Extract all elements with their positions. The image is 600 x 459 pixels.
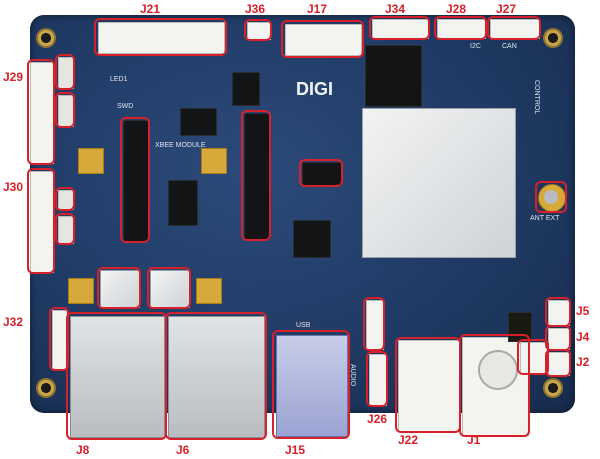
- j30-outline: [27, 168, 55, 274]
- gold-pad: [196, 278, 222, 304]
- rf-shield-module: [362, 108, 516, 258]
- silk-i2c: I2C: [470, 43, 481, 50]
- j36-outline: [244, 19, 272, 41]
- j29-outline: [27, 59, 55, 165]
- j28-outline: [434, 16, 487, 40]
- label-j30: J30: [3, 180, 24, 194]
- sw4-outline: [299, 159, 343, 187]
- j32-outline: [49, 307, 69, 371]
- gold-pad: [201, 148, 227, 174]
- silk-can: CAN: [502, 43, 517, 50]
- j-outline: [55, 187, 75, 211]
- mounting-hole: [543, 28, 563, 48]
- j22-outline: [395, 337, 461, 433]
- regulator-chip: [180, 108, 217, 136]
- label-j21: J21: [140, 2, 161, 16]
- silk-xbee-module: XBEE MODULE: [155, 142, 206, 149]
- j21-connector: [98, 22, 225, 54]
- xbee-header-left: [123, 120, 149, 242]
- button-outline: [147, 267, 191, 309]
- label-j28: J28: [446, 2, 467, 16]
- j22-sim-holder: [398, 340, 460, 432]
- header-outline: [363, 297, 385, 351]
- j2-outline: [545, 349, 571, 377]
- label-j6: J6: [176, 443, 190, 457]
- j6-ethernet-port: [168, 316, 265, 438]
- label-j32: J32: [3, 315, 24, 329]
- chip: [232, 72, 260, 106]
- j15-outline: [272, 330, 350, 439]
- mounting-hole: [36, 378, 56, 398]
- gold-pad: [78, 148, 104, 174]
- label-j26: J26: [367, 412, 388, 426]
- j5-outline: [545, 297, 571, 327]
- label-j17: J17: [307, 2, 328, 16]
- j3-outline: [517, 339, 549, 375]
- gold-pad: [68, 278, 94, 304]
- xbee-header-left-outline: [120, 117, 150, 243]
- label-j29: J29: [3, 70, 24, 84]
- label-j34: J34: [385, 2, 406, 16]
- brand-logo: DIGI: [296, 79, 334, 99]
- xbee-chip: [168, 180, 198, 226]
- j21-outline: [94, 18, 227, 56]
- xbee-header-right-outline: [241, 110, 271, 241]
- silk-usb: USB: [296, 322, 311, 329]
- mounting-hole: [36, 28, 56, 48]
- processor-chip: [365, 45, 422, 107]
- label-j8: J8: [76, 443, 90, 457]
- j-outline: [55, 54, 75, 90]
- label-j4: J4: [576, 330, 590, 344]
- antenna-outline: [535, 181, 567, 213]
- xbee-header-right: [244, 113, 270, 240]
- j34-outline: [369, 16, 430, 40]
- label-j22: J22: [398, 433, 419, 447]
- silk-audio: AUDIO: [349, 364, 356, 387]
- antenna-core: [544, 190, 558, 204]
- label-j27: J27: [496, 2, 517, 16]
- j30-connector: [30, 171, 54, 273]
- j8-outline: [66, 312, 167, 440]
- label-j15: J15: [285, 443, 306, 457]
- j15-usb-port: [276, 335, 348, 437]
- j27-outline: [487, 16, 541, 40]
- silk-control: CONTROL: [533, 80, 540, 115]
- j26-outline: [366, 351, 388, 407]
- label-j1: J1: [467, 433, 481, 447]
- j17-connector: [285, 24, 362, 56]
- silk-led1: LED1: [110, 76, 128, 83]
- label-j5: J5: [576, 304, 590, 318]
- j6-outline: [165, 312, 267, 440]
- label-j36: J36: [245, 2, 266, 16]
- button-outline: [97, 267, 141, 309]
- j-outline: [55, 213, 75, 245]
- mounting-hole: [543, 378, 563, 398]
- silk-ant-ext: ANT EXT: [530, 215, 560, 222]
- j-outline: [55, 92, 75, 128]
- j1-outline: [459, 334, 530, 437]
- j17-outline: [281, 20, 364, 58]
- j3-connector: [520, 342, 548, 374]
- j8-ethernet-port: [70, 316, 165, 438]
- chip: [293, 220, 331, 258]
- silk-swd: SWD: [117, 103, 134, 110]
- label-j2: J2: [576, 355, 590, 369]
